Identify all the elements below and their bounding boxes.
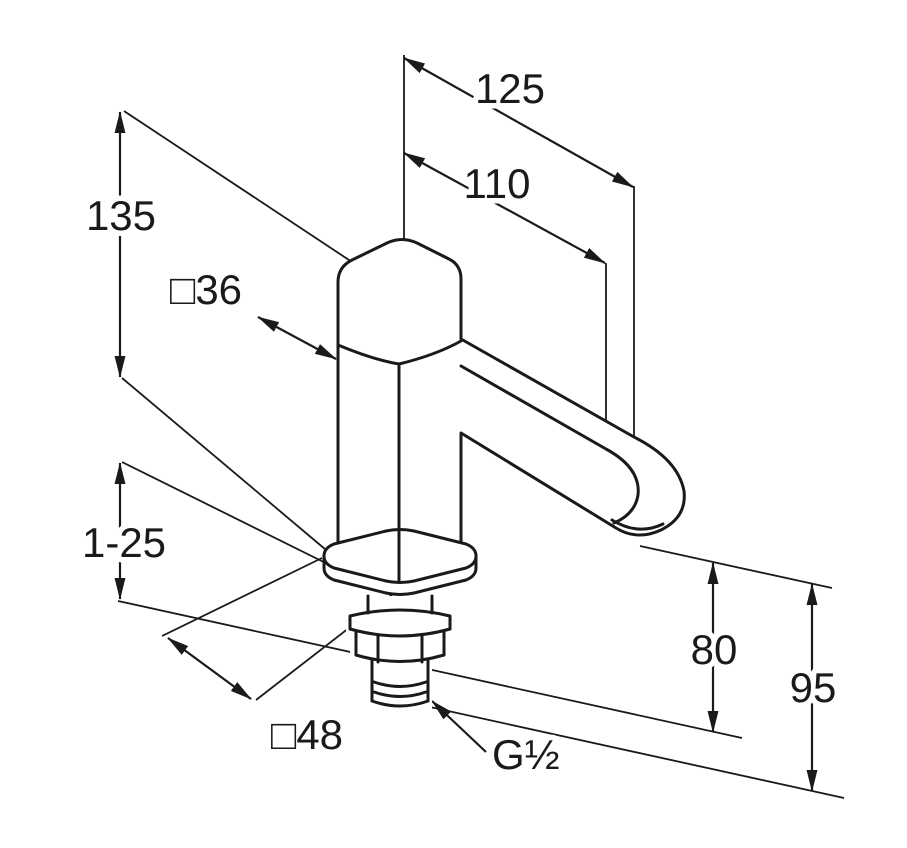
proj-base-left (161, 557, 323, 637)
shank-assembly (348, 594, 452, 708)
proj-outlet-plane (639, 545, 833, 589)
label-body-square-36: □36 (170, 266, 242, 313)
dim-line-110 (403, 152, 606, 264)
label-outlet-height-80: 80 (691, 626, 738, 673)
faucet-drawing (322, 238, 686, 710)
dimension-lines (114, 57, 818, 792)
label-reach-125: 125 (475, 65, 545, 112)
proj-bottom-135 (121, 377, 333, 556)
label-height-135: 135 (86, 192, 156, 239)
aerator-arc (610, 518, 665, 531)
proj-top-135 (123, 110, 353, 263)
spout-face-line (459, 364, 640, 525)
dim-line-body-square (257, 316, 337, 360)
label-thread-g12: G½ (492, 731, 560, 778)
label-reach-110: 110 (464, 160, 531, 207)
dimension-labels: 135 125 110 □36 1-25 □48 80 95 G½ (76, 60, 841, 784)
label-base-square-48: □48 (271, 711, 343, 758)
proj-shank-plane (429, 706, 845, 799)
label-total-depth-95: 95 (790, 664, 837, 711)
dim-line-base-square (167, 637, 252, 700)
leader-thread (431, 700, 487, 753)
label-mounting-range-1-25: 1-25 (82, 519, 166, 566)
